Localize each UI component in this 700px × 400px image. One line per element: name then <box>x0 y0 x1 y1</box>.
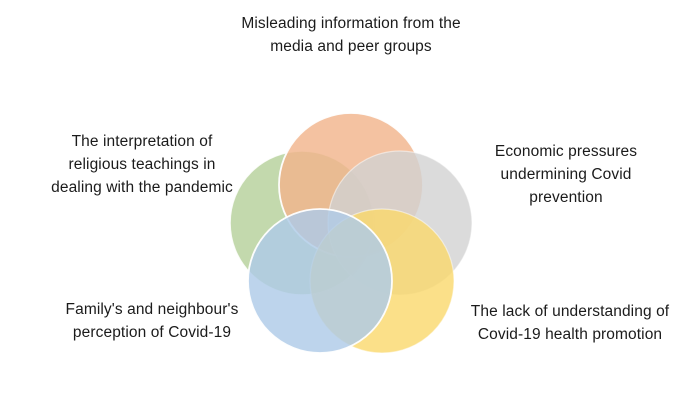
venn-circle-family-neighbour-perception[interactable] <box>247 208 393 354</box>
venn-label-lack-of-understanding: The lack of understanding of Covid-19 he… <box>470 303 670 343</box>
venn-label-religious-teachings: The interpretation of religious teaching… <box>51 133 233 196</box>
venn-label-misleading-information: Misleading information from the media an… <box>241 15 461 55</box>
venn-circle-group <box>229 112 473 354</box>
venn-label-economic-pressures: Economic pressures undermining Covid pre… <box>494 143 638 206</box>
venn-label-family-neighbour-perception: Family's and neighbour's perception of C… <box>65 301 239 341</box>
